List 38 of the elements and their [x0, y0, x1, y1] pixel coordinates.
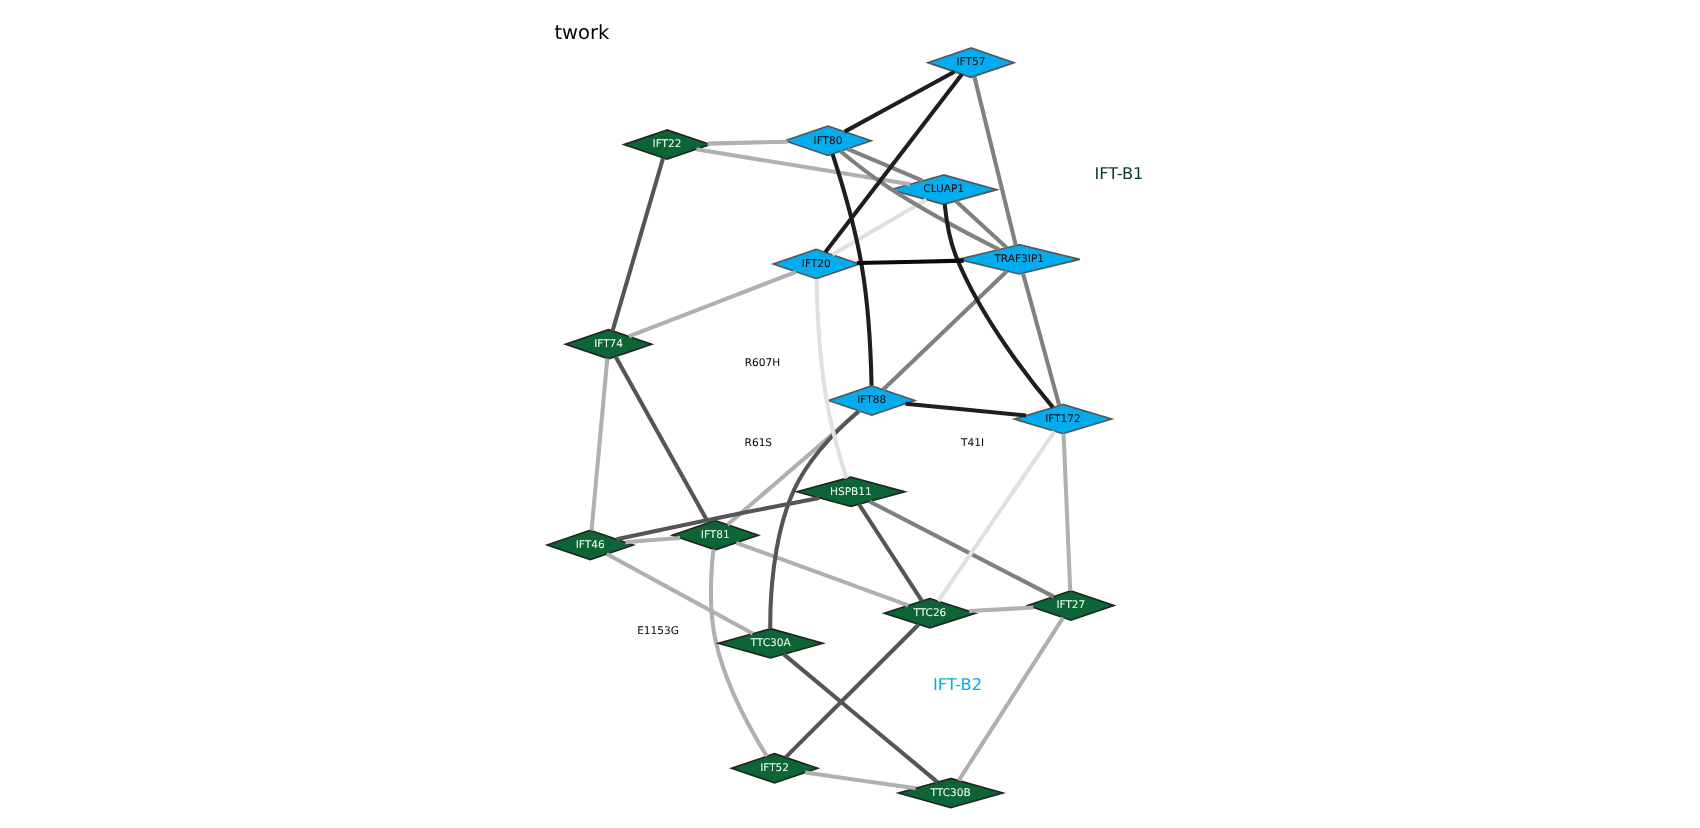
connector: [881, 269, 1009, 392]
connector: [768, 409, 861, 629]
connector: [616, 495, 820, 542]
connector: [1021, 272, 1062, 406]
connector: [804, 770, 916, 791]
connector: [868, 499, 1055, 599]
connector: [605, 552, 754, 636]
connector: [814, 278, 849, 479]
connector: [969, 605, 1034, 614]
connector: [625, 535, 681, 545]
connector: [696, 147, 911, 187]
connector: [782, 652, 939, 784]
connector: [843, 69, 956, 134]
connector: [735, 540, 909, 608]
connector: [709, 549, 769, 758]
connector: [856, 258, 964, 266]
connector: [972, 75, 1018, 246]
connector: [1061, 433, 1073, 591]
connector: [857, 503, 924, 602]
connector: [784, 623, 921, 759]
diagram-title: twork: [554, 23, 610, 46]
connector: [957, 616, 1065, 782]
connector: [589, 358, 610, 531]
connector: [823, 73, 964, 254]
connector: [905, 401, 1027, 418]
label: IFT-B1: [1094, 162, 1144, 183]
connector: [831, 197, 928, 257]
connector: [954, 199, 1008, 250]
connector: [628, 269, 797, 339]
connector: [613, 355, 711, 524]
connector: [610, 157, 666, 332]
connector: [942, 204, 1055, 409]
connector: [830, 153, 874, 386]
connector: [726, 409, 861, 527]
label: IFT-B2: [933, 673, 983, 694]
connector: [846, 147, 924, 183]
connector: [707, 139, 788, 146]
connector: [936, 430, 1057, 603]
